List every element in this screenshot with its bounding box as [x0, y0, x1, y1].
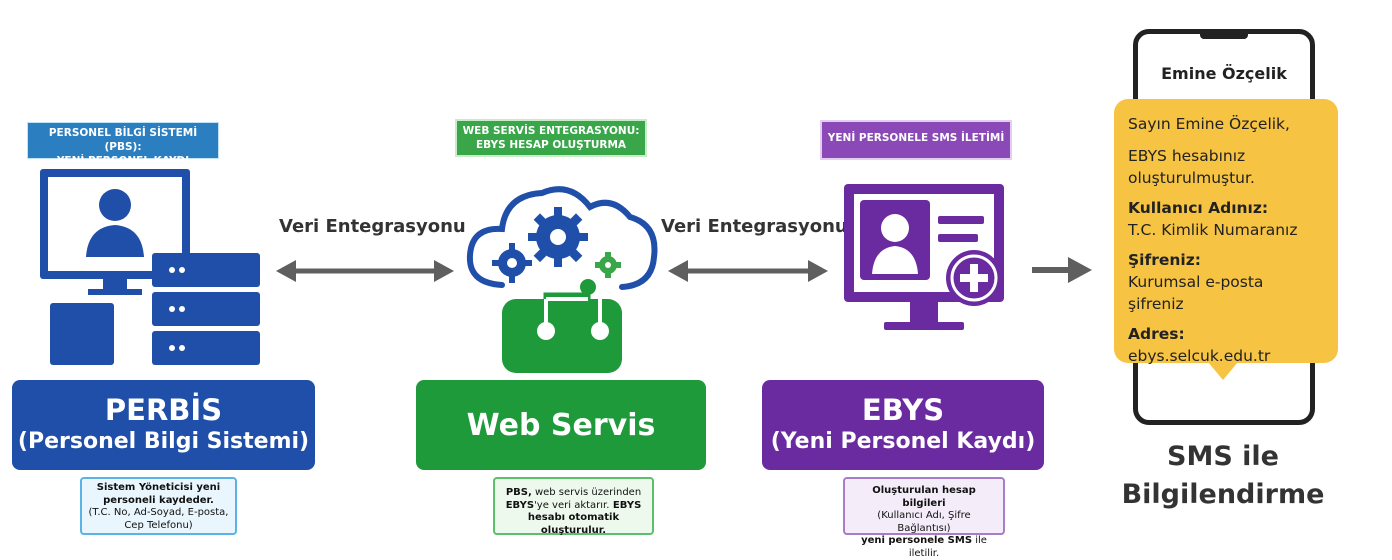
add-user-monitor-icon — [844, 184, 1004, 330]
web-note-ebys: EBYS — [505, 499, 535, 511]
ebys-subtitle: (Yeni Personel Kaydı) — [770, 429, 1036, 454]
sms-caption-line2: Bilgilendirme — [1121, 479, 1325, 510]
cloud-gears-icon — [466, 186, 658, 373]
pbs-note-line4: Cep Telefonu) — [124, 519, 193, 531]
web-servis-box: Web Servis — [416, 380, 706, 470]
web-note-text2: 'ye veri aktarır. — [534, 499, 610, 511]
web-tag-line2: EBYS HESAP OLUŞTURMA — [475, 139, 627, 151]
sms-bubble: Sayın Emine Özçelik, EBYS hesabınız oluş… — [1114, 99, 1338, 365]
sms-caption-line1: SMS ile — [1167, 441, 1279, 472]
web-note-pbs: PBS, — [505, 487, 532, 498]
pbs-tag-line2: YENİ PERSONEL KAYDI — [56, 155, 190, 167]
sms-pass-label: Şifreniz: — [1128, 251, 1201, 269]
web-tag-line1: WEB SERVİS ENTEGRASYONU: — [462, 125, 640, 137]
pbs-computer-server-icon — [40, 169, 260, 365]
phone-notch — [1200, 33, 1248, 39]
sms-user-value: T.C. Kimlik Numaranız — [1128, 221, 1298, 239]
link2-label: Veri Entegrasyonu — [661, 216, 848, 237]
pbs-tag: PERSONEL BİLGİ SİSTEMİ (PBS): YENİ PERSO… — [27, 122, 219, 167]
sms-pass-value: Kurumsal e-posta şifreniz — [1128, 273, 1264, 313]
sms-addr-label: Adres: — [1128, 325, 1185, 343]
ebys-note-sms: yeni personele SMS — [861, 535, 973, 546]
sms-addr-value: ebys.selcuk.edu.tr — [1128, 347, 1271, 365]
web-note-text1: web servis üzerinden — [531, 487, 642, 498]
ebys-note: Oluşturulan hesap bilgileri (Kullanıcı A… — [843, 477, 1005, 559]
web-note-text3: hesabı otomatik oluşturulur. — [527, 512, 620, 536]
web-note-ebys2: EBYS — [609, 499, 642, 511]
sms-user-label: Kullanıcı Adınız: — [1128, 199, 1269, 217]
pbs-tag-line1: PERSONEL BİLGİ SİSTEMİ (PBS): — [48, 127, 198, 153]
ebys-tag: YENİ PERSONELE SMS İLETİMİ — [820, 120, 1012, 160]
web-servis-title: Web Servis — [466, 407, 656, 443]
perbis-title: PERBİS — [104, 393, 223, 427]
ebys-title: EBYS — [861, 393, 945, 427]
double-arrow-icon — [668, 260, 828, 282]
pbs-note-line3: (T.C. No, Ad-Soyad, E-posta, — [88, 507, 229, 518]
sms-caption: SMS ile Bilgilendirme — [1110, 438, 1336, 514]
web-note: PBS, web servis üzerinden EBYS'ye veri a… — [493, 477, 654, 536]
ebys-tag-text: YENİ PERSONELE SMS İLETİMİ — [827, 132, 1005, 144]
link1-label: Veri Entegrasyonu — [279, 216, 466, 237]
web-tag: WEB SERVİS ENTEGRASYONU: EBYS HESAP OLUŞ… — [455, 119, 647, 157]
phone-contact-name: Emine Özçelik — [1161, 64, 1287, 83]
ebys-box: EBYS (Yeni Personel Kaydı) — [762, 380, 1044, 470]
sms-bubble-tail — [1208, 362, 1238, 380]
sms-greeting: Sayın Emine Özçelik, — [1128, 115, 1290, 133]
ebys-note-line1: Oluşturulan hesap bilgileri — [872, 485, 976, 509]
double-arrow-icon — [276, 260, 454, 282]
right-arrow-icon — [1032, 257, 1092, 283]
pbs-note-line1: Sistem Yöneticisi yeni — [96, 482, 221, 493]
perbis-subtitle: (Personel Bilgi Sistemi) — [17, 429, 310, 454]
perbis-box: PERBİS (Personel Bilgi Sistemi) — [12, 380, 315, 470]
pbs-note: Sistem Yöneticisi yeni personeli kaydede… — [80, 477, 237, 535]
pbs-note-line2: personeli kaydeder. — [103, 494, 214, 506]
ebys-note-line2: (Kullanıcı Adı, Şifre Bağlantısı) — [877, 510, 971, 534]
sms-line2: oluşturulmuştur. — [1128, 169, 1255, 187]
sms-line1: EBYS hesabınız — [1128, 147, 1246, 165]
